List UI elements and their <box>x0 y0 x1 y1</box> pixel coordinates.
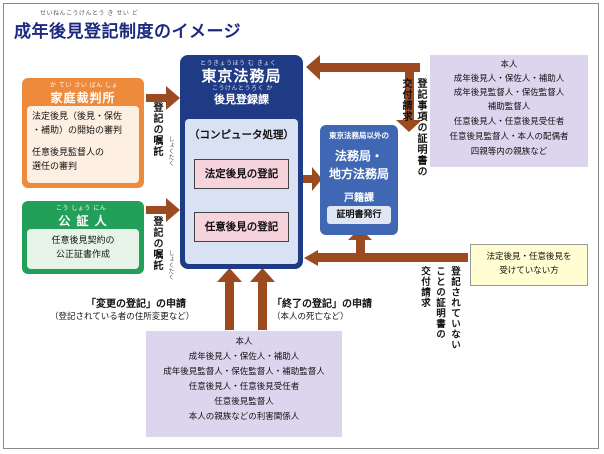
commission-ruby-1: しょくたく <box>167 136 174 166</box>
family-court-ruby: か てい さい ばん しょ <box>50 82 119 89</box>
applicant-bottom-1: 本人 <box>235 337 253 347</box>
local-bureau-box: 東京法務局以外の 法務局・ 地方法務局 戸籍課 証明書発行 <box>320 125 398 235</box>
title-ruby: せいねんこうけんとう き せい ど <box>40 10 139 17</box>
applicant-bottom-6: 本人の親族などの利害関係人 <box>188 412 300 422</box>
tokyo-ruby-2: こうけんとうろく か <box>212 85 273 92</box>
arrow-request-to-tokyo <box>306 55 420 80</box>
family-court-content: 法定後見（後見・保佐 ・補助）の開始の審判 任意後見監督人の 選任の審判 <box>27 106 139 183</box>
notary-title: 公 証 人 <box>58 214 108 228</box>
nonreg-label-1: 登記されていない <box>449 266 460 350</box>
arrow-change-reg-up <box>217 268 242 330</box>
applicant-bottom-4: 任意後見人・任意後見受任者 <box>188 382 300 392</box>
family-court-line-4: 選任の審判 <box>32 162 78 172</box>
statutory-guardianship-registration: 法定後見の登記 <box>194 159 289 189</box>
arrow-end-reg-up <box>250 268 275 330</box>
tokyo-name: 東京法務局 <box>201 67 282 85</box>
applicant-top-7: 四親等内の親族など <box>470 147 548 157</box>
applicant-top-5: 任意後見人・任意後見受任者 <box>453 117 565 127</box>
local-bureau-name-1: 法務局・ <box>334 149 383 163</box>
tokyo-ruby-1: とうきょうほう む きょく <box>200 60 277 67</box>
applicants-top-box: 本人 成年後見人・保佐人・補助人 成年後見監督人・保佐監督人 補助監督人 任意後… <box>430 55 588 167</box>
not-registered-line-2: 受けていない方 <box>499 266 559 276</box>
local-bureau-name-2: 地方法務局 <box>328 167 389 181</box>
family-court-line-2: ・補助）の開始の審判 <box>32 126 123 136</box>
applicant-top-2: 成年後見人・保佐人・補助人 <box>453 74 565 84</box>
nonreg-label-2: ことの証明書の <box>434 266 445 340</box>
request-label-1: 登記事項の証明書の <box>415 78 426 177</box>
local-bureau-header: 東京法務局以外の <box>329 131 389 140</box>
certificate-issuance: 証明書発行 <box>327 206 391 224</box>
page-title: 成年後見登記制度のイメージ <box>14 22 242 42</box>
arrow-request-to-local <box>396 63 422 132</box>
not-registered-line-1: 法定後見・任意後見を <box>486 252 572 262</box>
family-register-section: 戸籍課 <box>344 193 374 204</box>
computer-processing-label: （コンピュータ処理） <box>189 129 294 141</box>
commission-ruby-2: しょくたく <box>167 250 174 280</box>
family-court-line-1: 法定後見（後見・保佐 <box>32 112 123 122</box>
applicant-bottom-2: 成年後見人・保佐人・補助人 <box>188 352 300 362</box>
computer-processing-panel: （コンピュータ処理） 法定後見の登記 任意後見の登記 <box>185 119 298 264</box>
tokyo-bureau-box: とうきょうほう む きょく 東京法務局 こうけんとうろく か 後見登録課 （コン… <box>180 55 303 269</box>
family-court-line-3: 任意後見監督人の <box>32 148 105 158</box>
not-registered-box: 法定後見・任意後見を 受けていない方 <box>470 244 588 286</box>
applicants-bottom-box: 本人 成年後見人・保佐人・補助人 成年後見監督人・保佐監督人・補助監督人 任意後… <box>146 331 342 437</box>
family-court-title: 家庭裁判所 <box>50 91 116 105</box>
change-registration-title: 「変更の登記」の申請 <box>86 299 186 310</box>
family-court-box: か てい さい ばん しょ 家庭裁判所 法定後見（後見・保佐 ・補助）の開始の審… <box>22 78 144 188</box>
arrow-court-to-tokyo <box>146 86 180 110</box>
applicant-top-3: 成年後見監督人・保佐監督人 <box>453 88 565 98</box>
notary-content: 任意後見契約の 公正証書作成 <box>27 229 139 269</box>
notary-line-2: 公正証書作成 <box>55 250 110 260</box>
end-registration-title: 「終了の登記」の申請 <box>272 299 372 310</box>
arrow-tokyo-to-local <box>302 167 322 191</box>
end-registration-note: （本人の死亡など） <box>272 312 349 322</box>
change-registration-note: （登記されている者の住所変更など） <box>50 312 195 322</box>
commission-label-2: 登記の嘱託 <box>151 216 162 271</box>
commission-label-1: 登記の嘱託 <box>151 102 162 157</box>
notary-ruby: こう しょう にん <box>56 205 107 212</box>
voluntary-guardianship-registration: 任意後見の登記 <box>194 212 289 242</box>
applicant-top-6: 任意後見監督人・本人の配偶者 <box>449 132 569 142</box>
nonreg-label-3: 交付請求 <box>419 266 430 308</box>
applicant-top-4: 補助監督人 <box>487 102 531 112</box>
applicant-top-1: 本人 <box>500 60 518 70</box>
applicant-bottom-5: 任意後見監督人 <box>214 397 274 407</box>
notary-box: こう しょう にん 公 証 人 任意後見契約の 公正証書作成 <box>22 201 144 274</box>
tokyo-dept: 後見登録課 <box>214 93 269 106</box>
request-label-2: 交付請求 <box>400 78 411 122</box>
arrow-notary-to-tokyo <box>146 198 180 222</box>
notary-line-1: 任意後見契約の <box>51 236 115 246</box>
applicant-bottom-3: 成年後見監督人・保佐監督人・補助監督人 <box>163 367 325 377</box>
